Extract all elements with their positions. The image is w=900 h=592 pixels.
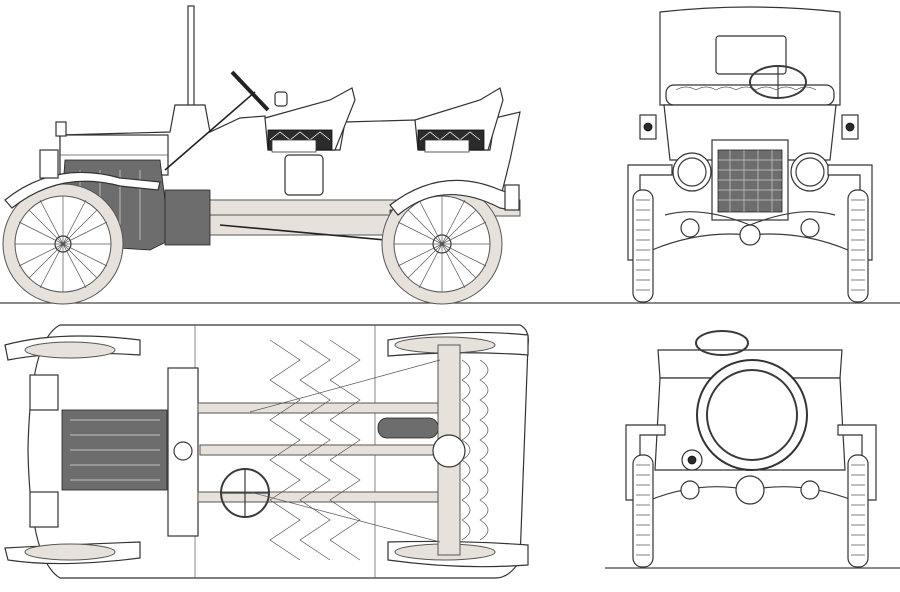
front-wheel-side — [2, 183, 124, 305]
steering-wheel — [230, 70, 270, 112]
top-headlamp-upper — [29, 374, 59, 411]
top-front-wheel-upper — [24, 341, 116, 359]
rear-tire-right — [847, 454, 869, 568]
headlamp-left — [672, 152, 712, 192]
front-tire-left — [632, 189, 654, 303]
top-view — [4, 324, 529, 579]
rear-seat-pattern — [417, 129, 485, 153]
top-front-wheel-lower — [24, 543, 116, 561]
side-lamp — [274, 91, 288, 107]
top-muffler — [377, 417, 439, 439]
radiator-cap — [55, 121, 67, 137]
side-door — [284, 154, 324, 196]
cowl — [663, 104, 837, 161]
headlamp-right — [790, 152, 830, 192]
top-seat-pattern — [269, 339, 361, 561]
rear-view — [605, 330, 900, 569]
rear-view-steering-wheel — [695, 330, 749, 356]
side-view — [0, 5, 592, 305]
tail-lamp — [504, 184, 520, 211]
transmission — [164, 189, 211, 246]
rear-window — [715, 35, 787, 75]
steering-column — [164, 91, 256, 171]
headlamp-side — [39, 149, 59, 179]
spare-tire — [696, 359, 808, 471]
radiator-core — [717, 149, 783, 213]
front-tire-right — [847, 189, 869, 303]
differential — [735, 475, 765, 505]
front-view — [592, 6, 900, 304]
top-firewall — [167, 367, 199, 537]
top-rear-seat-pattern — [461, 359, 489, 541]
rear-wheel-side — [381, 183, 503, 305]
top-headlamp-lower — [29, 491, 59, 528]
windshield-post — [187, 5, 195, 112]
front-seat-pattern — [267, 129, 333, 153]
rear-tire-left — [632, 454, 654, 568]
front-fender — [4, 171, 161, 209]
axle-hub — [739, 224, 761, 246]
